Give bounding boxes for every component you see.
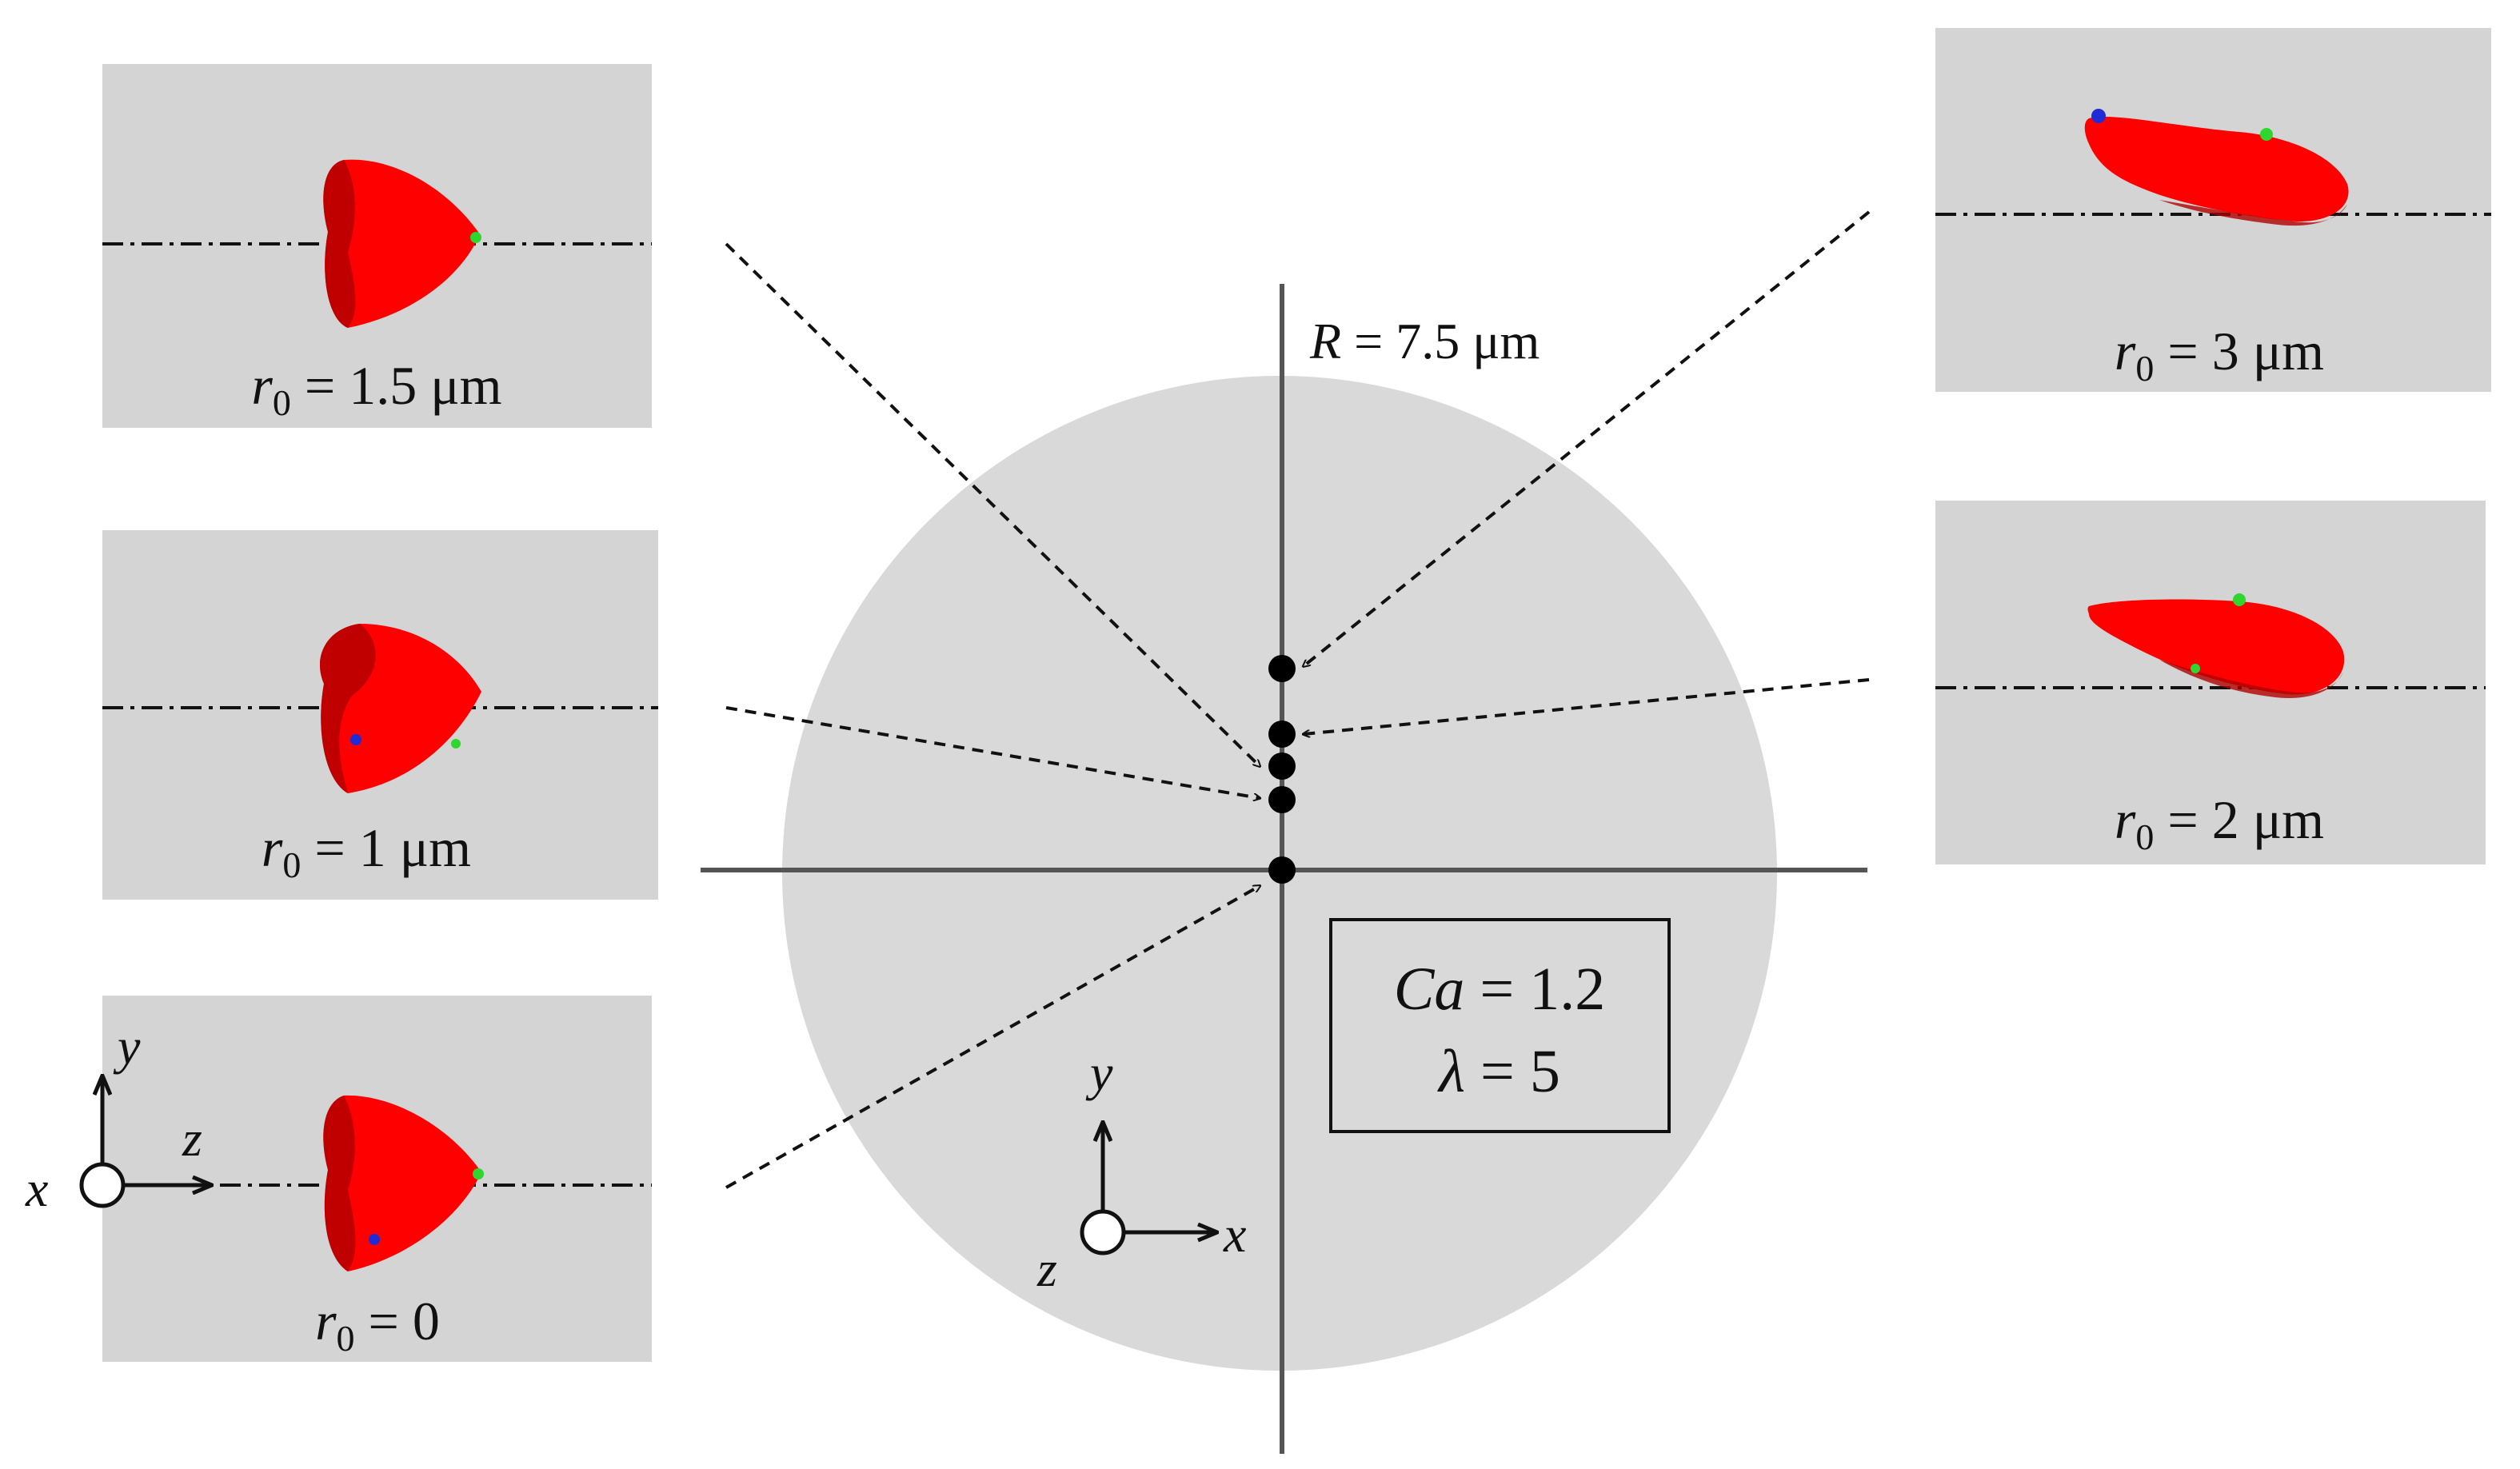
params-box (1329, 918, 1671, 1133)
leader-r0-3 (1304, 210, 1871, 666)
panel-label: r0 = 1.5 μm (251, 355, 501, 423)
x-axis-label: x (1223, 1206, 1246, 1263)
leader-arrows (725, 210, 1871, 1189)
marker-blue (369, 1234, 380, 1245)
marker-green (473, 1168, 484, 1180)
leader-r0-0 (725, 886, 1260, 1189)
y-axis-label: y (1085, 1044, 1113, 1101)
marker-green (2260, 128, 2273, 141)
red-cell (2087, 593, 2345, 698)
position-dot-r0-1.5 (1268, 752, 1296, 780)
marker-green (2191, 664, 2200, 673)
red-cell (323, 1095, 484, 1271)
marker-green (2233, 593, 2246, 606)
panel-r0-2: r0 = 2 μm (1935, 501, 2486, 864)
leader-r0-1.5 (725, 242, 1260, 766)
x-axis-label: x (25, 1160, 48, 1217)
panel-r0-1: r0 = 1 μm (102, 530, 658, 900)
panel-r0-3: r0 = 3 μm (1935, 28, 2491, 392)
marker-blue (2091, 109, 2106, 123)
position-dot-r0-1 (1268, 786, 1296, 813)
z-axis-out-icon (1080, 1209, 1126, 1255)
tube-cross-section: R = 7.5 μm Ca = 1.2 λ = 5 y x z (701, 284, 1867, 1454)
panel-label: r0 = 1 μm (262, 817, 471, 885)
z-axis-label: z (182, 1110, 202, 1167)
z-axis-label: z (1036, 1240, 1057, 1297)
ca-label: Ca = 1.2 (1394, 956, 1606, 1023)
marker-green (451, 739, 461, 748)
cross-section-axes: y x z (1036, 1044, 1246, 1297)
radius-label: R = 7.5 μm (1309, 313, 1540, 369)
marker-green (470, 232, 481, 243)
red-cell (2084, 109, 2349, 226)
panel-label: r0 = 2 μm (2115, 789, 2324, 857)
y-axis-label: y (113, 1018, 141, 1075)
red-cell (323, 159, 481, 328)
side-view-axes: y z x (25, 1018, 212, 1217)
red-cell (320, 624, 481, 793)
position-dot-r0-0 (1268, 856, 1296, 884)
position-dot-r0-3 (1268, 655, 1296, 682)
leader-r0-1 (725, 706, 1260, 798)
panel-r0-0: r0 = 0 y z x (25, 996, 652, 1362)
marker-blue (350, 734, 361, 745)
panel-label: r0 = 0 (315, 1291, 440, 1359)
x-axis-out-icon (79, 1162, 126, 1208)
lambda-label: λ = 5 (1437, 1038, 1560, 1105)
position-dot-r0-2 (1268, 721, 1296, 748)
panel-label: r0 = 3 μm (2115, 321, 2324, 389)
panel-r0-1.5: r0 = 1.5 μm (102, 64, 652, 428)
